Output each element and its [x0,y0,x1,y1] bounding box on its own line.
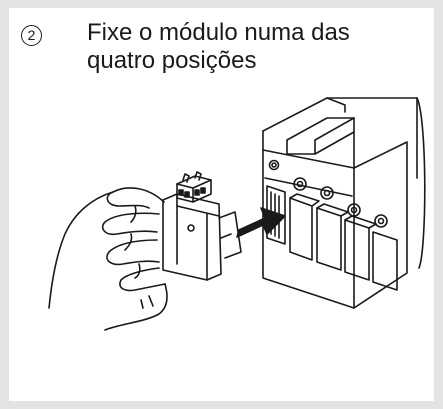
module-insertion-illustration [48,97,426,331]
meter-device [262,97,426,309]
arrow-right-icon [236,207,286,238]
module-slots [266,185,398,291]
plug-in-module [162,171,242,281]
step-title-line-1: Fixe o módulo numa das [87,19,350,46]
step-number-badge: 2 [21,25,42,46]
terminal-screws [268,159,388,228]
hand [48,187,168,331]
step-title: Fixe o módulo numa das quatro posições [87,19,417,75]
instruction-panel: 2 Fixe o módulo numa das quatro posições [9,8,434,401]
step-title-line-2: quatro posições [87,47,257,74]
